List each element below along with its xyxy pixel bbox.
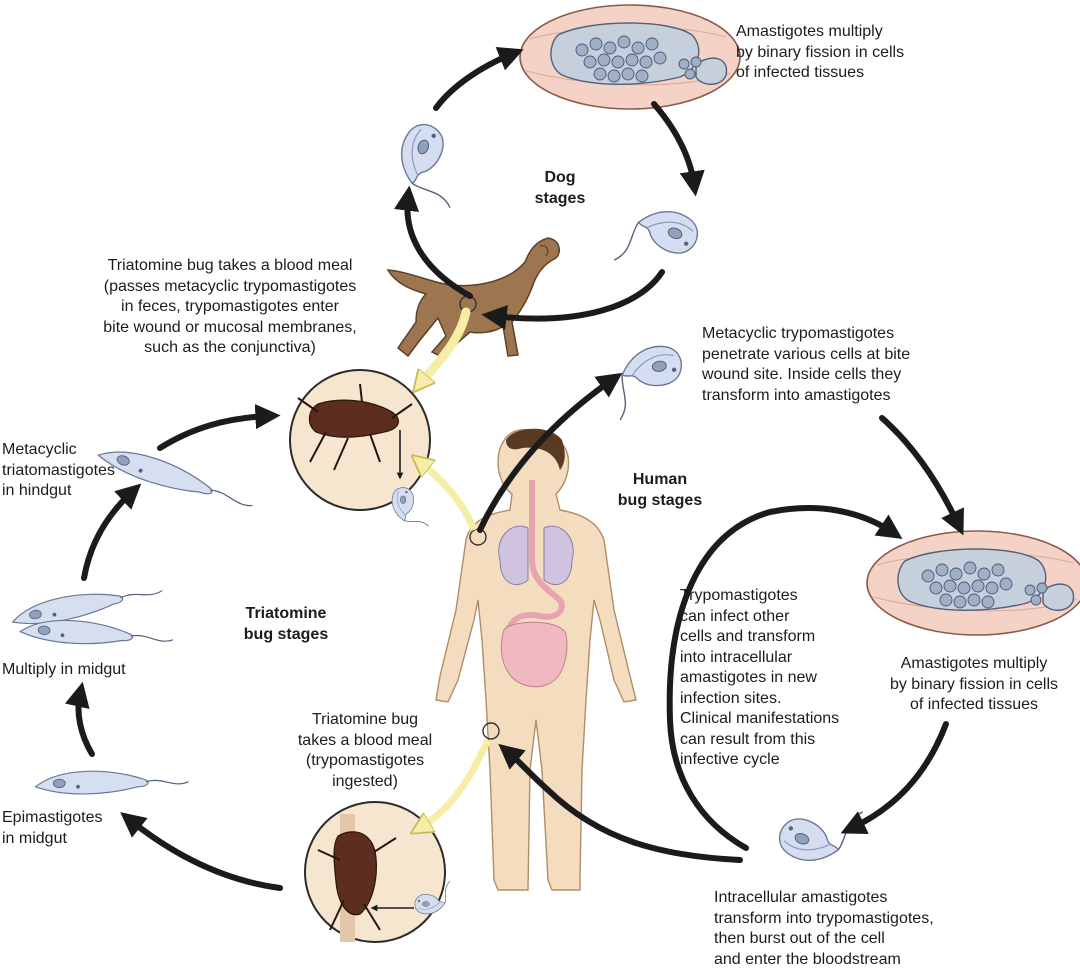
- dog-amastigotes-label: Amastigotes multiply by binary fission i…: [736, 23, 905, 81]
- bug-feeding-dog-illustration: [289, 369, 431, 527]
- cycle-arrows: [64, 46, 964, 891]
- midgut-epimastigote-icon: [34, 770, 190, 795]
- dog-tissue-icon: [519, 4, 741, 110]
- midgut-multiply-icon: [9, 579, 175, 653]
- bloodstream-trypomastigote-icon: [773, 787, 864, 875]
- trypomastigotes-infect-label: Trypomastigotes can infect other cells a…: [680, 587, 840, 768]
- epimastigotes-label: Epimastigotes in midgut: [2, 809, 103, 847]
- human-bug-stages-label: Human bug stages: [617, 471, 703, 509]
- dog-trypomastigote-left-icon: [387, 118, 475, 209]
- metacyclic-trypomastigote-icon: [607, 342, 690, 421]
- metacyclic-hindgut-label: Metacyclic triatomastigotes in hindgut: [2, 441, 115, 499]
- human-tissue-icon: [866, 530, 1080, 636]
- intracellular-amastigotes-label: Intracellular amastigotes transform into…: [714, 889, 934, 968]
- bite-arrows: [420, 307, 492, 828]
- multiply-midgut-label: Multiply in midgut: [2, 661, 126, 678]
- bug-feeding-human-illustration: [304, 801, 451, 943]
- human-amastigotes-label: Amastigotes multiply by binary fission i…: [889, 655, 1059, 713]
- bug-blood-meal-human-label: Triatomine bug takes a blood meal (trypo…: [297, 711, 433, 790]
- dog-trypomastigote-right-icon: [613, 197, 704, 285]
- triatomine-bug-stages-label: Triatomine bug stages: [243, 605, 329, 643]
- bug-blood-meal-dog-label: Triatomine bug takes a blood meal (passe…: [103, 257, 357, 356]
- dog-illustration: [386, 237, 561, 359]
- human-figure-illustration: [435, 428, 637, 891]
- metacyclic-penetrate-label: Metacyclic trypomastigotes penetrate var…: [702, 325, 911, 404]
- dog-stages-label: Dog stages: [534, 169, 586, 207]
